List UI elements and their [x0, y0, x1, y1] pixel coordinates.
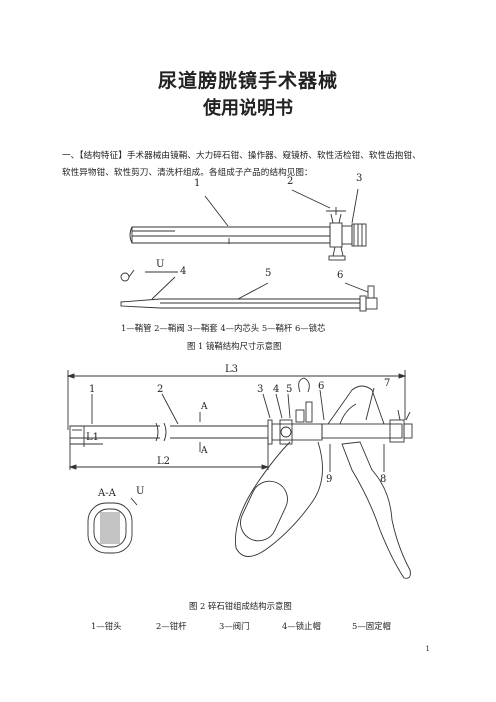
ring-end — [120, 272, 130, 282]
fig2-label-8: 8 — [380, 474, 387, 485]
fig2-dim-l2: L2 — [157, 456, 171, 467]
fig2-label-3: 3 — [257, 384, 264, 395]
fig2-label-2: 2 — [157, 384, 164, 395]
fig1-legend: 1—鞘管 2—鞘阀 3—鞘套 4—内芯头 5—鞘杆 6—锁芯 — [121, 323, 326, 333]
fig1-leader-6 — [344, 282, 369, 293]
fig2-label-6: 6 — [318, 381, 325, 392]
fig2-label-1: 1 — [89, 384, 96, 395]
fig1-caption: 图 1 镜鞘结构尺寸示意图 — [187, 341, 282, 351]
fig1-leader-2 — [291, 189, 331, 209]
fig1-label-1: 1 — [194, 178, 201, 189]
fig2-label-4: 4 — [273, 384, 280, 395]
fig2-legend-5: 5—固定帽 — [352, 621, 391, 631]
fig2-dim-l3: L3 — [225, 364, 239, 375]
document-title: 尿道膀胱镜手术器械 — [157, 70, 338, 92]
figure1-drawing — [120, 188, 378, 312]
document-subtitle: 使用说明书 — [203, 98, 293, 119]
fig1-label-3: 3 — [356, 173, 363, 184]
fig2-legend-3: 3—阀门 — [219, 621, 250, 631]
fig1-label-5: 5 — [265, 268, 272, 279]
fig1-leader-4 — [151, 276, 176, 300]
fig1-label-6: 6 — [337, 270, 344, 281]
intro-line-1: 一、【结构特征】手术器械由镜鞘、大力碎石钳、操作器、窥镜桥、软性活检钳、软性齿抱… — [62, 151, 421, 161]
fig2-section-a-top: A — [201, 402, 208, 412]
page-number: 1 — [425, 645, 430, 653]
fig2-label-9: 9 — [326, 474, 333, 485]
fig2-u-mark: U — [136, 486, 145, 497]
fig1-leader-1 — [204, 195, 229, 227]
fig1-label-2: 2 — [287, 176, 294, 187]
fig2-section-a-bottom: A — [201, 446, 208, 456]
fig2-legend-1: 1—钳头 — [91, 621, 122, 631]
fig1-label-4: 4 — [180, 266, 187, 277]
fig2-label-7: 7 — [384, 378, 391, 389]
intro-line-2: 软性异物钳、软性剪刀、清洗杆组成。各组成子产品的结构见图： — [62, 168, 313, 178]
fig2-dim-l1: L1 — [86, 432, 100, 443]
figure2-drawing — [66, 370, 413, 579]
fig1-section-mark: U — [156, 259, 165, 270]
fig2-label-5: 5 — [286, 384, 293, 395]
fig2-caption: 图 2 碎石钳组成结构示意图 — [189, 601, 292, 611]
fig2-legend-2: 2—钳杆 — [156, 621, 187, 631]
intro-paragraph: 一、【结构特征】手术器械由镜鞘、大力碎石钳、操作器、窥镜桥、软性活检钳、软性齿抱… — [62, 148, 442, 182]
fig2-legend-4: 4—锁止帽 — [282, 621, 321, 631]
fig1-leader-3 — [351, 188, 359, 224]
fig1-leader-5 — [237, 282, 269, 300]
fig2-section-label: A-A — [98, 488, 116, 499]
